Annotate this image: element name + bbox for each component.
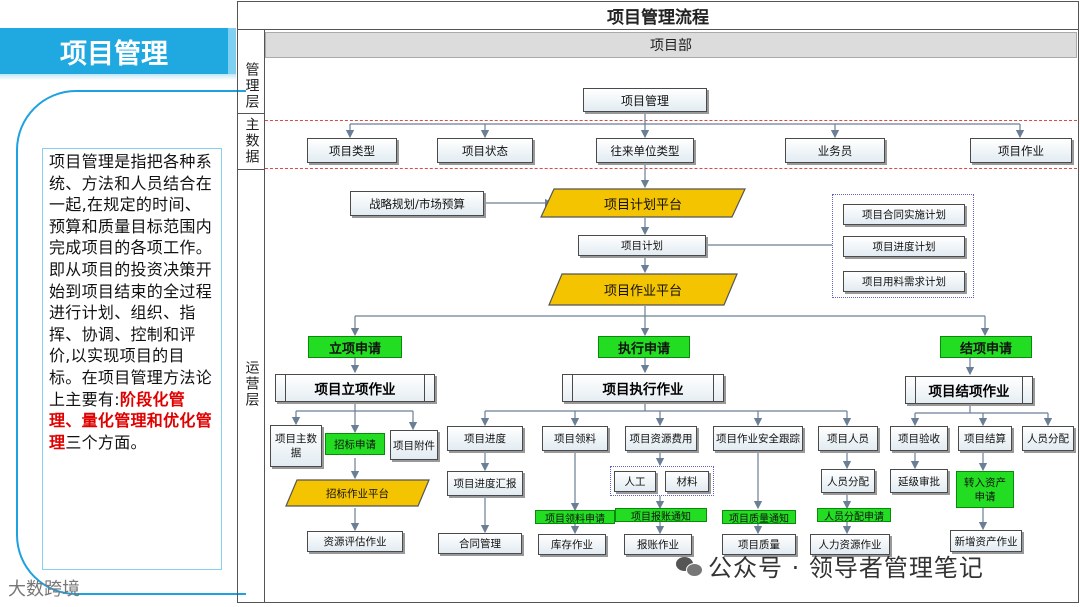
description-part: 项目管理是指把各种系统、方法和人员结合在一起,在规定的时间、预算和质量目标范围内… <box>49 152 213 409</box>
diagram-title: 项目管理流程 <box>237 1 1079 30</box>
watermark-right-text: 公众号 · 领导者管理笔记 <box>708 554 984 582</box>
notice-staff-assign: 人员分配申请 <box>817 508 891 523</box>
process-initiation: 项目立项作业 <box>275 374 435 402</box>
lane-label-text: 运营层 <box>243 360 260 408</box>
node-project-material: 项目领料 <box>542 426 608 451</box>
node-labor: 人工 <box>614 471 656 492</box>
node-contract-plan: 项目合同实施计划 <box>843 204 965 225</box>
node-project-staff: 项目人员 <box>818 426 878 451</box>
title-bar-shadow <box>0 74 236 80</box>
node-progress-report: 项目进度汇报 <box>447 471 523 496</box>
node-project-plan: 项目计划 <box>578 235 706 256</box>
node-material-plan: 项目用料需求计划 <box>843 271 965 292</box>
lane-separator <box>237 113 265 114</box>
notice-quality: 项目质量通知 <box>722 510 796 525</box>
node-project-type: 项目类型 <box>307 138 397 163</box>
wechat-icon <box>676 555 703 577</box>
node-inventory: 库存作业 <box>538 534 606 555</box>
node-asset-transfer: 转入资产申请 <box>956 471 1014 508</box>
apply-closing: 结项申请 <box>940 336 1032 358</box>
plan-platform-label: 项目计划平台 <box>603 197 682 213</box>
description-emphasis: 阶段化管理、量化管理和优化管理 <box>49 389 213 452</box>
description-text: 项目管理是指把各种系统、方法和人员结合在一起,在规定的时间、预算和质量目标范围内… <box>42 148 222 570</box>
node-project-work: 项目作业 <box>970 138 1072 163</box>
node-tender-platform: 招标作业平台 <box>285 479 430 507</box>
notice-reimbursement: 项目报账通知 <box>615 508 707 523</box>
watermark-left: 大数跨境 <box>8 575 80 601</box>
node-resource-cost: 项目资源费用 <box>625 426 697 451</box>
node-tender-request: 招标申请 <box>325 433 385 455</box>
node-plan-platform: 项目计划平台 <box>540 188 746 218</box>
sub-plan-group <box>832 194 974 298</box>
node-project-management: 项目管理 <box>583 88 707 112</box>
lane-separator <box>237 169 265 170</box>
node-work-platform: 项目作业平台 <box>548 273 738 306</box>
node-schedule-plan: 项目进度计划 <box>843 236 965 257</box>
node-project-master-data: 项目主数据 <box>270 425 322 467</box>
process-execution: 项目执行作业 <box>562 374 724 402</box>
process-closing: 项目结项作业 <box>905 376 1033 404</box>
node-project-progress: 项目进度 <box>447 426 523 451</box>
watermark-right: 公众号 · 领导者管理笔记 <box>676 548 984 583</box>
cost-type-group <box>610 466 714 496</box>
node-project-attachment: 项目附件 <box>390 430 438 460</box>
node-settlement: 项目结算 <box>958 426 1012 451</box>
apply-initiation: 立项申请 <box>308 336 402 358</box>
slide-title: 项目管理 <box>0 28 236 74</box>
lane-label-text: 主数据 <box>243 117 260 165</box>
work-platform-label: 项目作业平台 <box>603 284 682 299</box>
node-staff-assign: 人员分配 <box>821 469 875 493</box>
description-part: 三个方面。 <box>65 432 147 452</box>
lane-label-management: 管理层 <box>237 60 265 112</box>
node-project-quality: 项目质量 <box>722 534 796 555</box>
node-new-asset: 新增资产作业 <box>950 530 1022 552</box>
node-closing-staff: 人员分配 <box>1022 426 1074 451</box>
dashed-divider-bottom <box>265 168 1077 169</box>
notice-material-request: 项目领料申请 <box>535 510 615 525</box>
node-strategy-budget: 战略规划/市场预算 <box>350 191 484 216</box>
apply-execution: 执行申请 <box>598 336 690 358</box>
lane-label-operations: 运营层 <box>237 169 265 599</box>
node-acceptance: 项目验收 <box>890 426 948 451</box>
node-partner-type: 往来单位类型 <box>596 138 694 163</box>
node-delay-approval: 延级审批 <box>890 469 948 493</box>
department-band: 项目部 <box>265 32 1077 58</box>
lane-label-text: 管理层 <box>243 62 260 110</box>
decorative-arc <box>16 90 246 595</box>
diagram-frame <box>237 1 1079 603</box>
watermark-left-text: 大数跨境 <box>8 579 80 600</box>
lane-column <box>237 30 265 603</box>
node-reimbursement-work: 报账作业 <box>624 534 692 555</box>
lane-label-master-data: 主数据 <box>237 113 265 169</box>
node-safety-tracking: 项目作业安全跟踪 <box>713 426 803 451</box>
node-salesperson: 业务员 <box>785 138 885 163</box>
node-project-status: 项目状态 <box>437 138 533 163</box>
node-contract-mgmt: 合同管理 <box>438 533 522 554</box>
node-resource-eval: 资源评估作业 <box>307 531 403 552</box>
dashed-divider-top <box>265 120 1077 121</box>
node-material: 材料 <box>665 471 709 492</box>
tender-platform-label: 招标作业平台 <box>326 487 389 500</box>
node-hr-work: 人力资源作业 <box>810 534 890 555</box>
